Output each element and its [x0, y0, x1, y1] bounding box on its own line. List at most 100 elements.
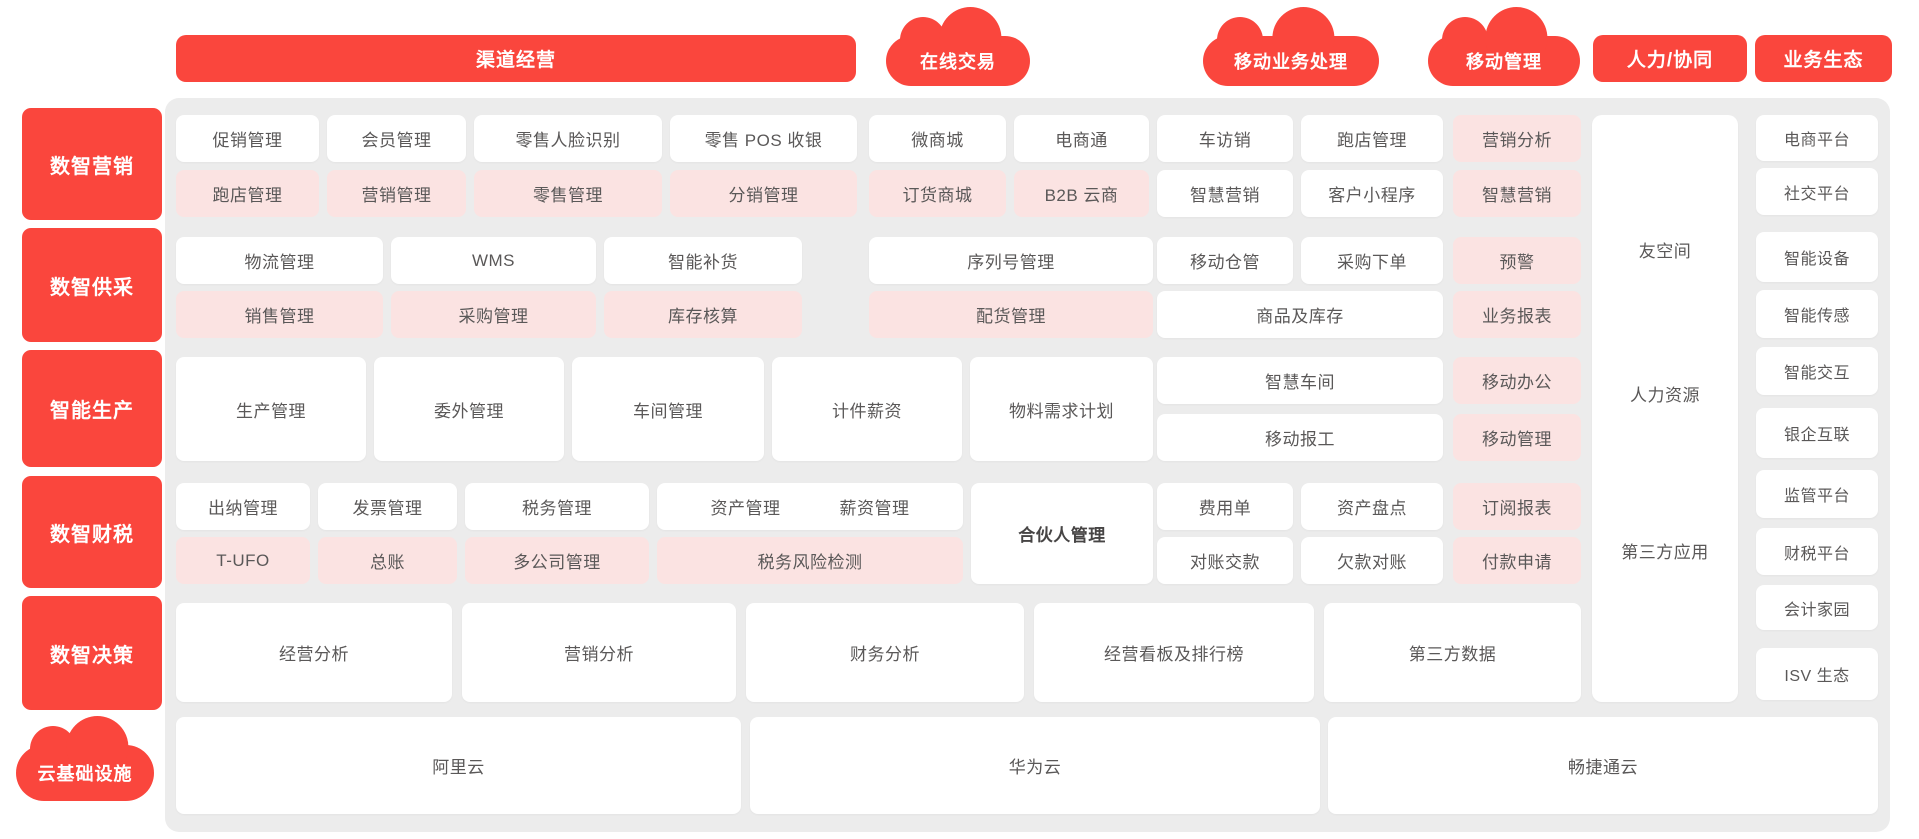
eco-cell: 监管平台	[1756, 470, 1878, 518]
cell-label: 智能设备	[1783, 251, 1850, 268]
header-label: 业务生态	[1783, 50, 1864, 71]
cell-label: 促销管理	[212, 131, 283, 150]
header-cloud-mobile-business: 移动业务处理	[1203, 17, 1379, 86]
matrix-cell: 资产管理 薪资管理	[657, 483, 963, 530]
eco-cell: 银企互联	[1756, 408, 1878, 458]
matrix-cell: 移动办公	[1453, 357, 1581, 404]
cell-label: 移动报工	[1265, 430, 1335, 449]
row-label-supply: 数智供采	[22, 228, 162, 342]
matrix-cell: 第三方数据	[1324, 603, 1581, 702]
matrix-cell: 分销管理	[670, 170, 857, 217]
cell-label: 营销分析	[564, 645, 634, 664]
matrix-cell: 业务报表	[1453, 291, 1581, 338]
cell-label: 营销管理	[361, 186, 432, 205]
eco-cell: 会计家园	[1756, 585, 1878, 630]
matrix-cell: 销售管理	[176, 291, 383, 338]
matrix-cell: 税务管理	[465, 483, 649, 530]
cell-label: 智慧车间	[1265, 373, 1335, 392]
cell-label: 多公司管理	[513, 553, 601, 572]
row-label-text: 数智营销	[50, 155, 134, 178]
matrix-cell: 营销分析	[1453, 115, 1581, 162]
cell-label: 欠款对账	[1337, 553, 1407, 572]
cell-label: 移动管理	[1482, 430, 1552, 449]
cell-label: 付款申请	[1482, 553, 1552, 572]
cell-label: B2B 云商	[1044, 186, 1119, 205]
cell-label: 资产管理	[710, 499, 781, 518]
header-business-ecosystem: 业务生态	[1755, 35, 1892, 82]
matrix-cell: 委外管理	[374, 357, 564, 461]
matrix-cell: 跑店管理	[176, 170, 319, 217]
cell-label: 发票管理	[352, 499, 423, 518]
matrix-cell: 财务分析	[746, 603, 1024, 702]
matrix-cell: 车间管理	[572, 357, 764, 461]
eco-cell: ISV 生态	[1756, 648, 1878, 700]
cell-label: 分销管理	[728, 186, 799, 205]
cell-label: 会员管理	[361, 131, 432, 150]
row-label-decision: 数智决策	[22, 596, 162, 710]
cell-label: 对账交款	[1190, 553, 1260, 572]
cell-label: 采购管理	[458, 307, 529, 326]
cell-label: 税务风险检测	[757, 553, 863, 572]
eco-cell: 社交平台	[1756, 168, 1878, 215]
hr-column-item: 第三方应用	[1592, 538, 1738, 563]
cell-label: 合伙人管理	[1018, 526, 1106, 545]
matrix-cell: 发票管理	[318, 483, 457, 530]
row-label-marketing: 数智营销	[22, 108, 162, 220]
cell-label: 委外管理	[434, 401, 504, 421]
matrix-cell: 物料需求计划	[970, 357, 1153, 461]
cell-label: 智能交互	[1783, 365, 1850, 382]
cell-label: 资产盘点	[1337, 499, 1407, 518]
matrix-cell: 多公司管理	[465, 537, 649, 584]
row-label-text: 数智决策	[50, 644, 134, 667]
cell-label: 智慧营销	[1190, 186, 1260, 205]
cell-label: 智能补货	[668, 253, 738, 272]
cell-label: 监管平台	[1783, 488, 1850, 505]
matrix-cell: 资产盘点	[1301, 483, 1443, 530]
matrix-cell: 零售 POS 收银	[670, 115, 857, 162]
cell-label: 社交平台	[1783, 185, 1850, 203]
matrix-cell: 智慧车间	[1157, 357, 1443, 404]
matrix-cell: 营销管理	[327, 170, 466, 217]
eco-cell: 电商平台	[1756, 115, 1878, 161]
matrix-cell: 总账	[318, 537, 457, 584]
matrix-cell: 移动报工	[1157, 414, 1443, 461]
cloud-provider-cell: 畅捷通云	[1328, 717, 1878, 814]
matrix-cell: 序列号管理	[869, 237, 1153, 284]
cell-label: 零售人脸识别	[515, 131, 621, 150]
cell-label: 库存核算	[668, 307, 738, 326]
matrix-cell: 采购下单	[1301, 237, 1443, 284]
matrix-cell: 订阅报表	[1453, 483, 1581, 530]
cell-label: 零售管理	[533, 186, 603, 205]
matrix-cell: 费用单	[1157, 483, 1293, 530]
matrix-cell: 车访销	[1157, 115, 1293, 162]
matrix-cell: 采购管理	[391, 291, 596, 338]
eco-cell: 智能设备	[1756, 232, 1878, 282]
hr-column-item: 友空间	[1592, 237, 1738, 262]
cell-label: 销售管理	[244, 307, 315, 326]
partner-management-cell: 合伙人管理	[971, 483, 1153, 584]
matrix-cell: 零售管理	[474, 170, 662, 217]
row-label-text: 数智财税	[50, 523, 134, 546]
cell-label: 人力资源	[1630, 386, 1700, 405]
cell-label: 薪资管理	[839, 499, 910, 518]
matrix-cell: 订货商城	[869, 170, 1006, 217]
cell-label: 智能传感	[1783, 308, 1850, 325]
cell-label: 第三方应用	[1621, 543, 1709, 562]
cloud-provider-cell: 阿里云	[176, 717, 741, 814]
cell-label: 跑店管理	[1337, 131, 1407, 150]
cell-label: 配货管理	[976, 307, 1046, 326]
eco-cell: 财税平台	[1756, 528, 1878, 575]
row-label-cloud-infrastructure: 云基础设施	[16, 726, 154, 801]
cell-label: 营销分析	[1482, 131, 1552, 150]
row-label-production: 智能生产	[22, 350, 162, 467]
cell-label: 零售 POS 收银	[704, 131, 823, 150]
cell-label: 车访销	[1198, 131, 1252, 150]
matrix-cell: 促销管理	[176, 115, 319, 162]
matrix-cell: 智能补货	[604, 237, 802, 284]
matrix-cell: 出纳管理	[176, 483, 310, 530]
cell-label: 客户小程序	[1328, 186, 1416, 205]
cell-label: 移动仓管	[1190, 253, 1260, 272]
cell-label: ISV 生态	[1784, 668, 1850, 685]
cell-label: 物流管理	[244, 253, 315, 272]
matrix-cell: 移动管理	[1453, 414, 1581, 461]
